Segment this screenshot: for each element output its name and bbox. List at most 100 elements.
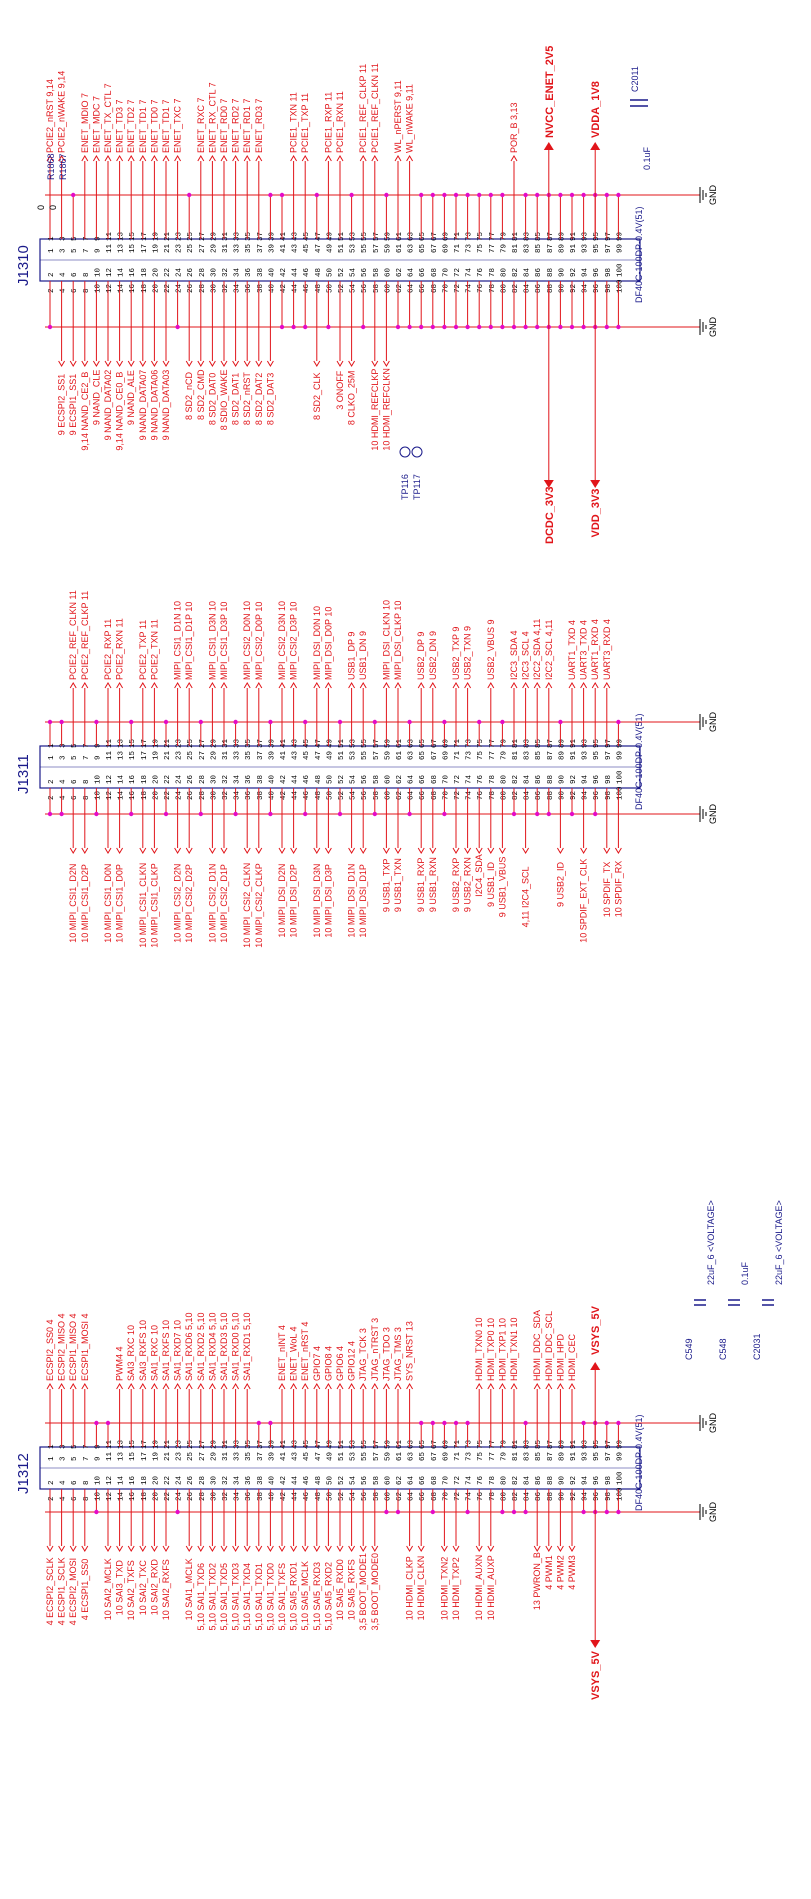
junction-dot (581, 324, 586, 330)
pin-number-outer: 92 (570, 284, 578, 293)
offpage-arrow (81, 360, 89, 367)
offpage-arrow (127, 1383, 135, 1390)
offpage-arrow (81, 155, 89, 162)
net-label: 10 MIPI_CSI2_CLKN (242, 863, 252, 948)
offpage-arrow (116, 155, 124, 162)
junction-dot (430, 324, 435, 330)
offpage-arrow (487, 682, 495, 689)
pin-number-outer: 45 (303, 738, 311, 748)
net-label: 10 MIPI_CSI1_CLKP (149, 863, 159, 948)
pin-number-outer: 88 (547, 284, 555, 293)
net-label: MIPI_CSI2_D0P 10 (254, 602, 264, 680)
junction-dot (314, 192, 319, 198)
offpage-arrow (406, 1383, 414, 1390)
pin-number: 54 (350, 1475, 358, 1485)
offpage-arrow (464, 682, 472, 689)
net-label: SAI3_RXC 10 (126, 1325, 136, 1381)
offpage-arrow (545, 1383, 553, 1390)
pin-number-outer: 86 (535, 790, 543, 800)
pin-number-outer: 40 (268, 1491, 276, 1501)
net-label: 9 ECSPI2_SS1 (57, 374, 67, 436)
offpage-arrow (81, 1383, 89, 1390)
pin-number: 64 (408, 1475, 416, 1485)
net-label: ENET_TD0 7 (149, 99, 159, 153)
pin-number: 58 (373, 775, 381, 784)
pin-number-outer: 3 (60, 1444, 68, 1449)
pin-number: 6 (71, 272, 79, 277)
junction-dot (523, 192, 528, 198)
junction-dot (279, 324, 285, 330)
pin-number-outer: 62 (396, 1492, 404, 1501)
pin-number: 37 (257, 751, 265, 760)
pin-number: 74 (466, 267, 474, 277)
pin-number-outer: 71 (454, 231, 462, 241)
pin-number-outer: 27 (199, 739, 207, 748)
pin-number: 88 (547, 268, 555, 277)
junction-dot (47, 719, 53, 725)
pin-number-outer: 28 (199, 791, 207, 800)
pin-number: 77 (489, 751, 497, 760)
pin-number: 15 (129, 1451, 137, 1461)
pin-number-outer: 72 (454, 1492, 462, 1501)
pin-number: 9 (94, 1456, 102, 1461)
net-label: PCIE2_RXP 11 (103, 619, 113, 680)
pin-number: 8 (83, 779, 91, 784)
pin-number-outer: 65 (419, 231, 427, 241)
pin-number-outer: 9 (94, 1444, 102, 1449)
net-label: HDMI_DDC_SDA (532, 1310, 542, 1381)
pin-number: 40 (268, 774, 276, 784)
net-label: 5,10 SAI1_TXD2 (207, 1563, 217, 1631)
pin-number: 51 (338, 243, 346, 253)
net-label: 10 SAI2_RXD (149, 1559, 159, 1616)
offpage-arrow (556, 847, 564, 854)
offpage-arrow (440, 1545, 448, 1552)
pin-number: 59 (384, 751, 392, 760)
net-label: HDMI_HPD (555, 1333, 565, 1381)
junction-dot (465, 1509, 470, 1515)
net-label: 5,10 SAI1_TXD0 (265, 1563, 275, 1631)
offpage-arrow (324, 1383, 332, 1390)
pin-number-outer: 6 (71, 288, 79, 293)
junction-dot (500, 192, 505, 198)
pin-number: 34 (234, 267, 242, 277)
junction-dot (163, 719, 169, 725)
pin-number-outer: 27 (199, 232, 207, 241)
pin-number: 54 (350, 267, 358, 277)
offpage-arrow (104, 360, 112, 367)
pin-number-outer: 60 (384, 283, 392, 293)
net-label: MIPI_CSI1_D3N 10 (207, 601, 217, 680)
pin-number: 47 (315, 244, 323, 253)
offpage-arrow (313, 360, 321, 367)
pin-number: 10 (94, 1475, 102, 1485)
offpage-arrow (81, 682, 89, 689)
pin-number-outer: 27 (199, 1440, 207, 1449)
junction-dot (407, 811, 412, 817)
net-label: JTAG_TDO 3 (381, 1327, 391, 1381)
net-label: ENET_RD2 7 (231, 98, 241, 153)
net-label: GPIO12 4 (347, 1341, 357, 1381)
net-label: ENET_MDIO 7 (80, 93, 90, 153)
net-label: MIPI_CSI2_D3N 10 (277, 601, 287, 680)
pin-number: 89 (558, 244, 566, 253)
offpage-arrow (487, 847, 495, 854)
offpage-arrow (46, 1545, 54, 1552)
pin-number-outer: 7 (83, 743, 91, 748)
offpage-arrow (243, 1383, 251, 1390)
pin-number: 80 (500, 267, 508, 277)
pin-number-outer: 91 (570, 738, 578, 748)
pin-number-outer: 66 (419, 1491, 427, 1501)
pin-number-outer: 44 (292, 1491, 300, 1501)
offpage-arrow (382, 360, 390, 367)
pin-number: 19 (152, 244, 160, 253)
offpage-arrow (591, 682, 599, 689)
pin-number-outer: 24 (176, 790, 184, 800)
net-label: 10 MIPI_DSI_D1N (347, 864, 357, 938)
pin-number: 44 (292, 774, 300, 784)
pin-number: 90 (558, 1475, 566, 1485)
junction-dot (94, 811, 99, 817)
offpage-arrow (127, 1545, 135, 1552)
pin-number-outer: 65 (419, 738, 427, 748)
pin-number-outer: 78 (489, 791, 497, 800)
net-label: 10 HDMI_TXN2 (439, 1557, 449, 1621)
